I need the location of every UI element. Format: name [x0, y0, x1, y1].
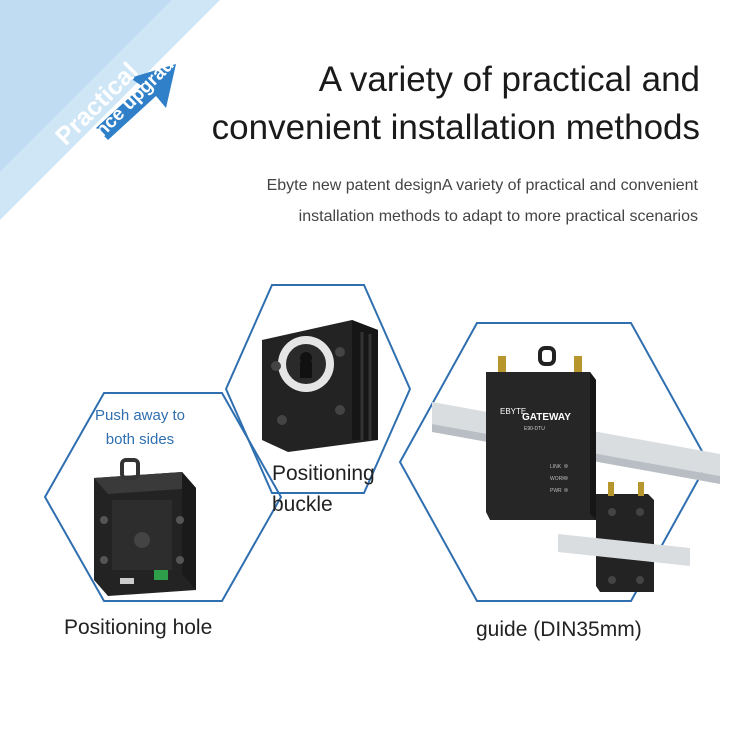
led-label-work: WORK — [550, 476, 566, 482]
push-note: Push away to both sides — [80, 404, 200, 452]
caption-din-rail: guide (DIN35mm) — [476, 618, 642, 641]
ribbon-arrow-icon — [96, 64, 176, 140]
subtitle-line2: installation methods to adapt to more pr… — [298, 208, 698, 225]
caption-positioning-hole: Positioning hole — [64, 616, 213, 639]
title-line1: A variety of practical and — [318, 60, 700, 99]
device-brand: EBYTE — [500, 407, 526, 416]
led-label-link: LINK — [550, 464, 562, 470]
hex-frame-hole — [43, 392, 283, 602]
hex-frame-buckle — [224, 284, 412, 494]
subtitle-line1: Ebyte new patent designA variety of prac… — [266, 177, 698, 194]
page-title: A variety of practical and convenient in… — [140, 56, 700, 152]
rail-back-inset-image — [558, 482, 690, 592]
title-line2: convenient installation methods — [211, 108, 700, 147]
gateway-device-image: EBYTE GATEWAY E90-DTU LINK WORK PWR — [486, 346, 596, 520]
buckle-caption-line1: Positioning — [272, 462, 375, 485]
buckle-caption-line2: buckle — [272, 493, 333, 516]
corner-ribbon — [0, 0, 220, 220]
device-title: GATEWAY — [522, 412, 571, 423]
page-subtitle: Ebyte new patent designA variety of prac… — [178, 170, 698, 232]
push-note-line1: Push away to — [94, 407, 186, 424]
buckle-closeup-image — [262, 320, 378, 452]
led-label-pwr: PWR — [550, 488, 562, 494]
push-note-line2: both sides — [105, 431, 175, 448]
caption-positioning-buckle: Positioning buckle — [272, 458, 375, 520]
device-back-image — [94, 458, 196, 596]
device-model: E90-DTU — [524, 426, 545, 432]
